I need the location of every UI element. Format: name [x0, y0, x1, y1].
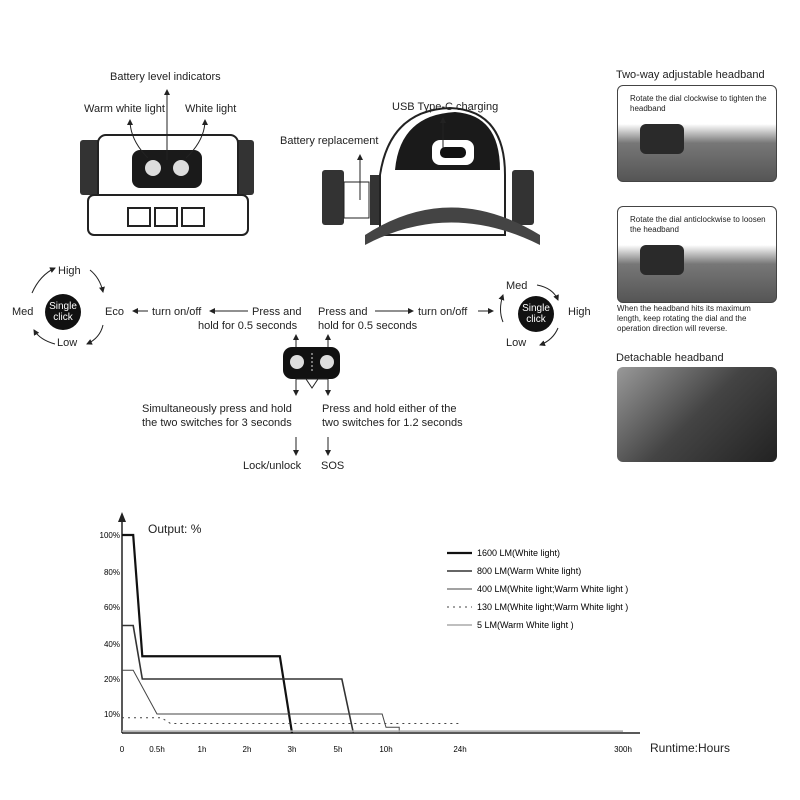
x-tick-label: 0.5h [149, 745, 165, 754]
mode-low: Low [57, 337, 78, 349]
mode-cycle-arrows [31, 267, 559, 456]
x-tick-label: 3h [288, 745, 297, 754]
x-tick-label: 10h [379, 745, 392, 754]
tighten-instruction: Rotate the dial clockwise to tighten the… [630, 94, 767, 113]
switch-panel-icon [283, 347, 340, 389]
headband-loosen-panel: Rotate the dial anticlockwise to loosen … [617, 206, 777, 303]
single-click-button-right[interactable]: Single click [518, 296, 554, 332]
hold-left: hold for 0.5 seconds [198, 320, 298, 332]
sos-label: SOS [321, 460, 345, 472]
battery-replacement-label: Battery replacement [280, 135, 379, 147]
mode-eco: Eco [105, 306, 124, 318]
either-text-1: Press and hold either of the [322, 403, 457, 415]
y-tick-label: 100% [100, 531, 120, 540]
either-text-2: two switches for 1.2 seconds [322, 417, 463, 429]
press-and-right: Press and [318, 306, 368, 318]
detachable-headband-photo [617, 367, 777, 462]
single-click-button-left[interactable]: Single click [45, 294, 81, 330]
press-and-left: Press and [252, 306, 302, 318]
headband-title: Two-way adjustable headband [616, 69, 765, 81]
lock-unlock-label: Lock/unlock [243, 460, 302, 472]
dial-icon [640, 245, 684, 275]
mode-high: High [58, 265, 81, 277]
legend-label: 800 LM(Warm White light) [477, 566, 581, 576]
headlamp-front-illustration [80, 134, 254, 236]
dial-icon [640, 124, 684, 154]
x-tick-label: 1h [198, 745, 207, 754]
mode-med: Med [12, 306, 34, 318]
chart-xlabel: Runtime:Hours [650, 741, 731, 755]
warm-white-label: Warm white light [84, 103, 165, 115]
series-line [122, 717, 460, 724]
mode-high-right: High [568, 306, 591, 318]
y-tick-label: 80% [104, 568, 120, 577]
chart-ylabel: Output: % [148, 522, 202, 536]
legend-label: 1600 LM(White light) [477, 548, 560, 558]
y-tick-label: 10% [104, 710, 120, 719]
mode-low-right: Low [506, 337, 527, 349]
legend-label: 5 LM(Warm White light ) [477, 620, 574, 630]
turn-on-off-right: turn on/off [418, 306, 468, 318]
simultaneous-text-2: the two switches for 3 seconds [142, 417, 292, 429]
headlamp-side-illustration [322, 106, 540, 245]
usb-label: USB Type-C charging [392, 101, 499, 113]
x-tick-label: 300h [614, 745, 632, 754]
y-tick-label: 60% [104, 603, 120, 612]
loosen-instruction: Rotate the dial anticlockwise to loosen … [630, 215, 766, 234]
legend-label: 130 LM(White light;Warm White light ) [477, 602, 628, 612]
turn-on-off-left: turn on/off [152, 306, 202, 318]
headband-note: When the headband hits its maximum lengt… [617, 304, 751, 333]
white-light-label: White light [185, 103, 237, 115]
y-tick-label: 20% [104, 675, 120, 684]
x-tick-label: 2h [243, 745, 252, 754]
mode-med-right: Med [506, 280, 528, 292]
hold-right: hold for 0.5 seconds [318, 320, 418, 332]
headband-tighten-panel: Rotate the dial clockwise to tighten the… [617, 85, 777, 182]
legend-label: 400 LM(White light;Warm White light ) [477, 584, 628, 594]
y-axis-arrow [118, 512, 126, 522]
x-tick-label: 24h [453, 745, 466, 754]
y-tick-label: 40% [104, 640, 120, 649]
battery-level-label: Battery level indicators [110, 71, 221, 83]
series-line [122, 533, 294, 734]
series-line [122, 624, 355, 734]
series-line [122, 669, 400, 733]
simultaneous-text-1: Simultaneously press and hold [142, 403, 292, 415]
detachable-title: Detachable headband [616, 352, 724, 364]
x-tick-label: 0 [120, 745, 125, 754]
x-tick-label: 5h [334, 745, 343, 754]
